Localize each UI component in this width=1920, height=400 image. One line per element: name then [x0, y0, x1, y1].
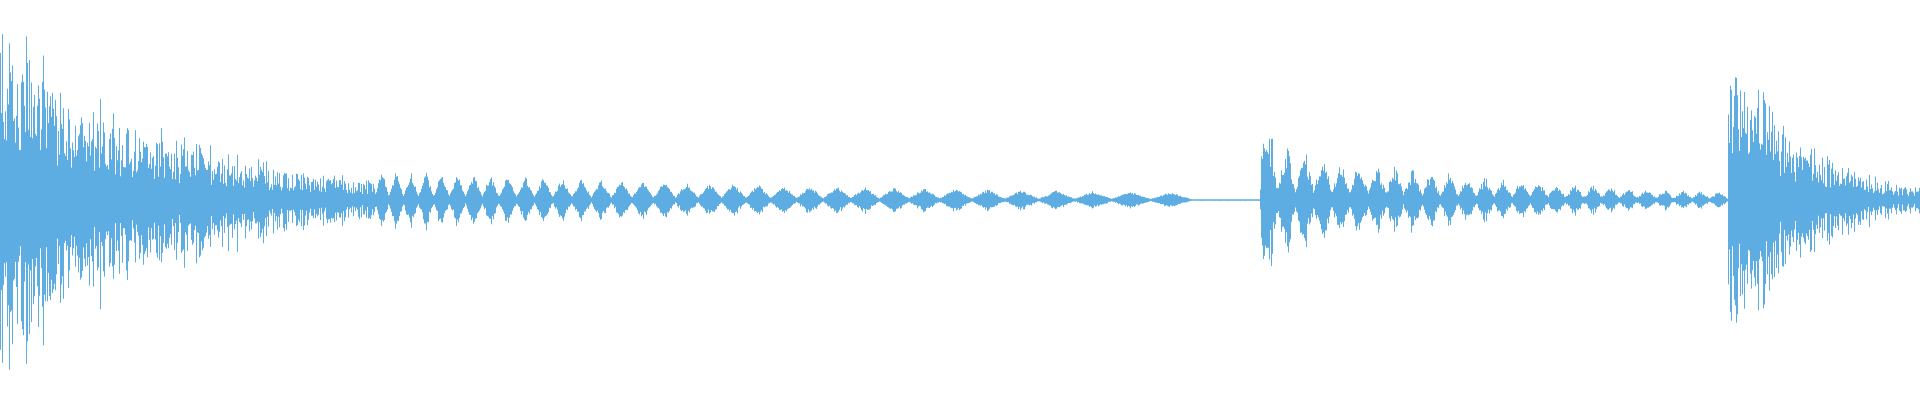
waveform-path [0, 34, 1920, 370]
waveform-trace [0, 34, 1920, 370]
